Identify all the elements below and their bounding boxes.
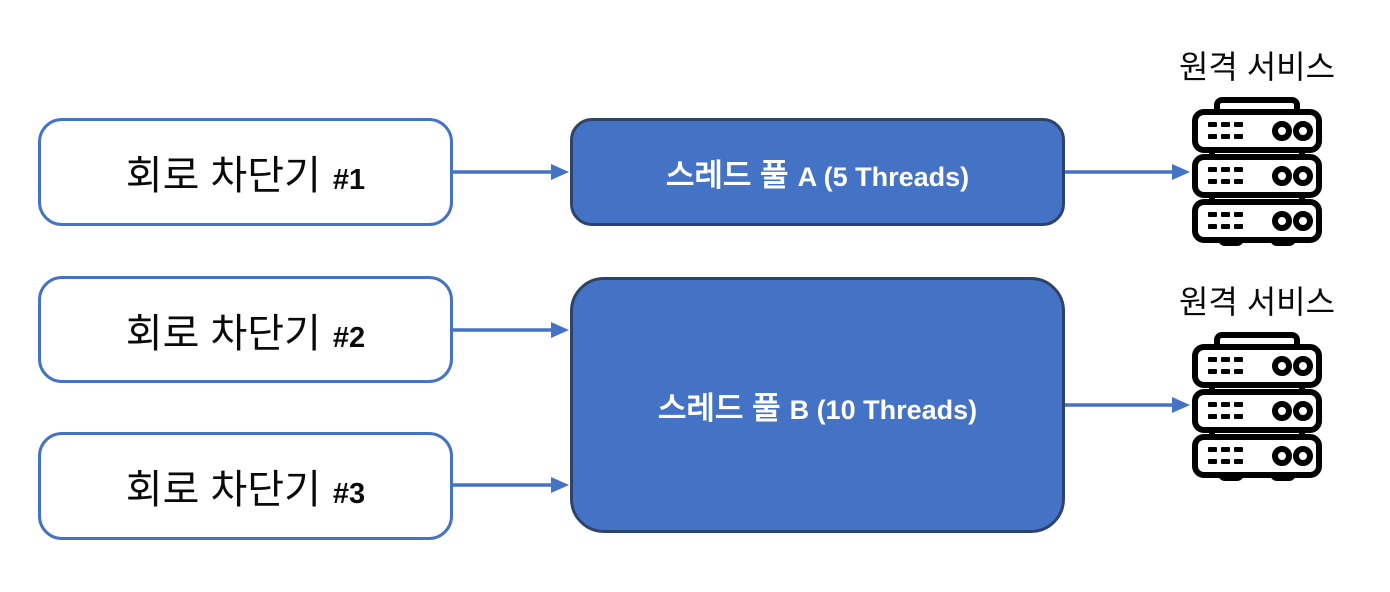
remote-service-1-label: 원격 서비스: [1178, 49, 1336, 85]
remote-service-2-label: 원격 서비스: [1178, 284, 1336, 320]
arrow-cb1-to-pool-a: [453, 164, 569, 180]
arrow-cb3-to-pool-b: [453, 477, 569, 493]
circuit-breaker-1-label-kr: 회로 차단기: [125, 154, 321, 198]
circuit-breaker-2-label: 회로 차단기 #2: [126, 301, 365, 359]
thread-pool-a-label-kr: 스레드 풀: [665, 157, 789, 193]
circuit-breaker-3-box: 회로 차단기 #3: [38, 432, 453, 540]
circuit-breaker-2-number: #2: [332, 321, 366, 354]
circuit-breaker-3-number: #3: [332, 478, 366, 510]
thread-pool-a-box: 스레드 풀 A (5 Threads): [570, 118, 1065, 226]
arrow-cb2-to-pool-b: [453, 322, 569, 338]
circuit-breaker-1-number: #1: [332, 164, 366, 196]
circuit-breaker-1-box: 회로 차단기 #1: [38, 118, 453, 226]
server-rack-icon: [1191, 331, 1323, 483]
thread-pool-b-label-en: B (10 Threads): [789, 394, 978, 425]
circuit-breaker-3-label-kr: 회로 차단기: [125, 468, 321, 512]
arrow-pool-b-to-service-2: [1065, 397, 1190, 413]
thread-pool-b-label-kr: 스레드 풀: [657, 390, 781, 426]
circuit-breaker-2-box: 회로 차단기 #2: [38, 276, 453, 383]
arrow-pool-a-to-service-1: [1065, 164, 1190, 180]
thread-pool-b-box: 스레드 풀 B (10 Threads): [570, 277, 1065, 533]
thread-pool-a-label: 스레드 풀 A (5 Threads): [666, 150, 969, 195]
circuit-breaker-3-label: 회로 차단기 #3: [126, 457, 365, 515]
thread-pool-a-label-en: A (5 Threads): [797, 161, 970, 192]
circuit-breaker-2-label-kr: 회로 차단기: [125, 311, 321, 356]
server-rack-icon: [1191, 96, 1323, 248]
circuit-breaker-1-label: 회로 차단기 #1: [126, 143, 365, 201]
thread-pool-b-label: 스레드 풀 B (10 Threads): [658, 383, 977, 428]
